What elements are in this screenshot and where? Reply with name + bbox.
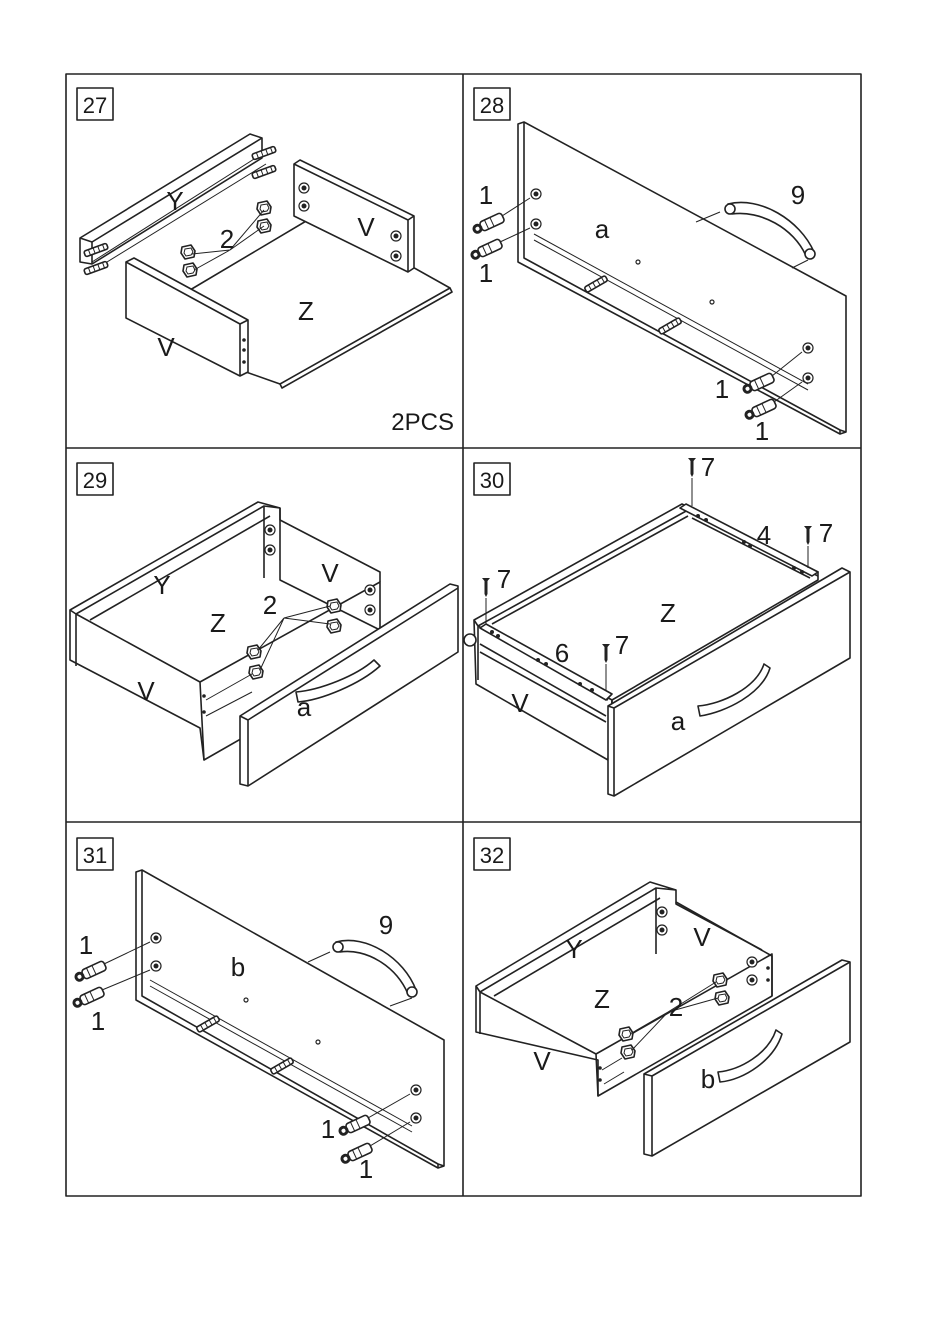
step-number-31: 31 — [83, 843, 107, 868]
label-9: 9 — [379, 910, 393, 940]
step-number-28: 28 — [480, 93, 504, 118]
step-number-29: 29 — [83, 468, 107, 493]
label-1-bottom-a: 1 — [715, 374, 729, 404]
label-1-top-a: 1 — [79, 930, 93, 960]
label-b: b — [231, 952, 245, 982]
panel-29: 29 Y V Z 2 V a — [70, 463, 458, 786]
panel-31: 31 1 1 b 9 1 1 — [71, 838, 444, 1184]
label-1-bottom-b: 1 — [359, 1154, 373, 1184]
label-2: 2 — [220, 224, 234, 254]
label-a: a — [297, 692, 312, 722]
step-number-27: 27 — [83, 93, 107, 118]
label-2: 2 — [669, 992, 683, 1022]
label-v: V — [511, 688, 529, 718]
label-v-right: V — [321, 558, 339, 588]
label-v-right: V — [357, 212, 375, 242]
label-z: Z — [210, 608, 226, 638]
label-y: Y — [166, 186, 183, 216]
label-9: 9 — [791, 180, 805, 210]
front-panel-a — [518, 122, 846, 434]
label-a: a — [671, 706, 686, 736]
label-7-top: 7 — [701, 452, 715, 482]
label-y: Y — [153, 570, 170, 600]
label-y: Y — [565, 934, 582, 964]
label-v-front: V — [533, 1046, 551, 1076]
label-v-front: V — [137, 676, 155, 706]
label-7-middle: 7 — [615, 630, 629, 660]
label-1-top-b: 1 — [91, 1006, 105, 1036]
label-1-bottom-b: 1 — [755, 416, 769, 446]
label-a: a — [595, 214, 610, 244]
label-2: 2 — [263, 590, 277, 620]
label-z: Z — [594, 984, 610, 1014]
label-z: Z — [298, 296, 314, 326]
label-1-top-a: 1 — [479, 180, 493, 210]
label-1-top-b: 1 — [479, 258, 493, 288]
label-6: 6 — [555, 638, 569, 668]
label-7-right: 7 — [819, 518, 833, 548]
panel-30: 30 7 4 7 7 Z 7 6 — [464, 452, 850, 796]
panel-32: 32 Y V Z 2 V b — [474, 838, 850, 1156]
step-number-32: 32 — [480, 843, 504, 868]
step-number-30: 30 — [480, 468, 504, 493]
label-v-front: V — [157, 332, 175, 362]
label-v-right: V — [693, 922, 711, 952]
label-7-left: 7 — [497, 564, 511, 594]
quantity-note: 2PCS — [391, 409, 454, 436]
label-4: 4 — [757, 520, 771, 550]
label-1-bottom-a: 1 — [321, 1114, 335, 1144]
panel-27: 27 Y 2 V Z V 2PCS — [77, 88, 454, 436]
label-b: b — [701, 1064, 715, 1094]
label-z: Z — [660, 598, 676, 628]
panel-28: 28 1 1 a 9 1 1 — [469, 88, 846, 446]
